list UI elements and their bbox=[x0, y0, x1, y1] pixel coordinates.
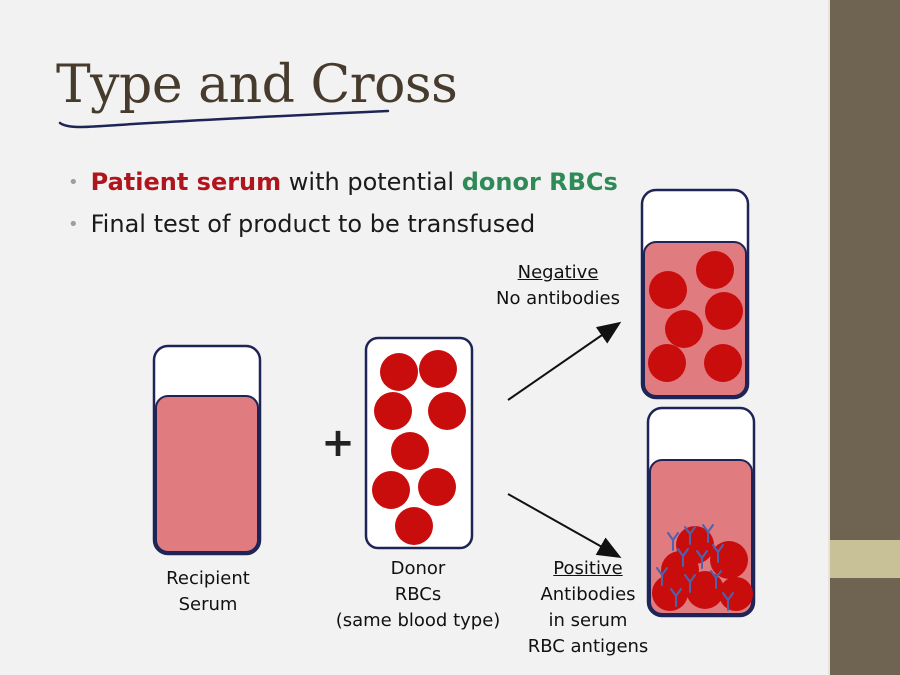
slide-title: Type and Cross bbox=[56, 55, 458, 115]
donor-label-line3: (same blood type) bbox=[335, 610, 501, 631]
positive-line1: Antibodies bbox=[540, 584, 636, 605]
recipient-label-line2: Serum bbox=[178, 594, 238, 615]
rbc-cell bbox=[419, 350, 457, 388]
rbc-cell bbox=[374, 392, 412, 430]
plus-sign: + bbox=[321, 420, 355, 466]
negative-result-label: Negative No antibodies bbox=[478, 260, 638, 312]
rbc-cell bbox=[380, 353, 418, 391]
crossmatch-diagram: + bbox=[152, 188, 756, 618]
donor-rbcs-text: donor RBCs bbox=[461, 168, 618, 196]
rbc-cell bbox=[696, 251, 734, 289]
positive-heading: Positive bbox=[553, 558, 623, 579]
rbc-cell bbox=[648, 344, 686, 382]
positive-line2: in serum bbox=[548, 610, 628, 631]
positive-result-tube bbox=[646, 406, 756, 618]
bullet-dot: • bbox=[68, 172, 79, 193]
bullet-item-1: • Patient serum with potential donor RBCs bbox=[68, 168, 618, 196]
rbc-cell bbox=[704, 344, 742, 382]
rbc-cell bbox=[428, 392, 466, 430]
sidebar-accent bbox=[830, 540, 900, 578]
rbc-cell bbox=[418, 468, 456, 506]
negative-line1: No antibodies bbox=[495, 288, 620, 309]
negative-result-tube bbox=[640, 188, 750, 400]
rbc-cell bbox=[391, 432, 429, 470]
rbc-cell bbox=[395, 507, 433, 545]
rbc-cell bbox=[665, 310, 703, 348]
donor-rbcs-label: Donor RBCs (same blood type) bbox=[318, 556, 518, 634]
agglutinated-rbc-cluster bbox=[652, 526, 753, 611]
donor-label-line1: Donor bbox=[390, 558, 446, 579]
arrow-to-positive bbox=[507, 493, 622, 558]
recipient-label-line1: Recipient bbox=[166, 568, 250, 589]
serum-fill bbox=[155, 395, 259, 553]
title-ink-underline bbox=[58, 109, 390, 129]
sidebar-edge bbox=[828, 0, 830, 675]
arrow-to-negative bbox=[507, 321, 622, 401]
bullet-1-middle-text: with potential bbox=[281, 168, 462, 196]
positive-result-label: Positive Antibodies in serum RBC antigen… bbox=[508, 556, 668, 660]
bullet-dot: • bbox=[68, 214, 79, 235]
donor-label-line2: RBCs bbox=[394, 584, 442, 605]
positive-line3: RBC antigens bbox=[527, 636, 649, 657]
donor-rbc-tube bbox=[364, 336, 474, 550]
rbc-cell bbox=[705, 292, 743, 330]
patient-serum-text: Patient serum bbox=[90, 168, 282, 196]
antibody-icons bbox=[656, 524, 734, 611]
rbc-cell bbox=[372, 471, 410, 509]
bullet-2-text: Final test of product to be transfused bbox=[90, 210, 536, 238]
negative-heading: Negative bbox=[517, 262, 599, 283]
recipient-serum-label: Recipient Serum bbox=[148, 566, 268, 618]
rbc-cell bbox=[649, 271, 687, 309]
bullet-item-2: • Final test of product to be transfused bbox=[68, 210, 535, 238]
recipient-serum-tube bbox=[152, 344, 262, 556]
